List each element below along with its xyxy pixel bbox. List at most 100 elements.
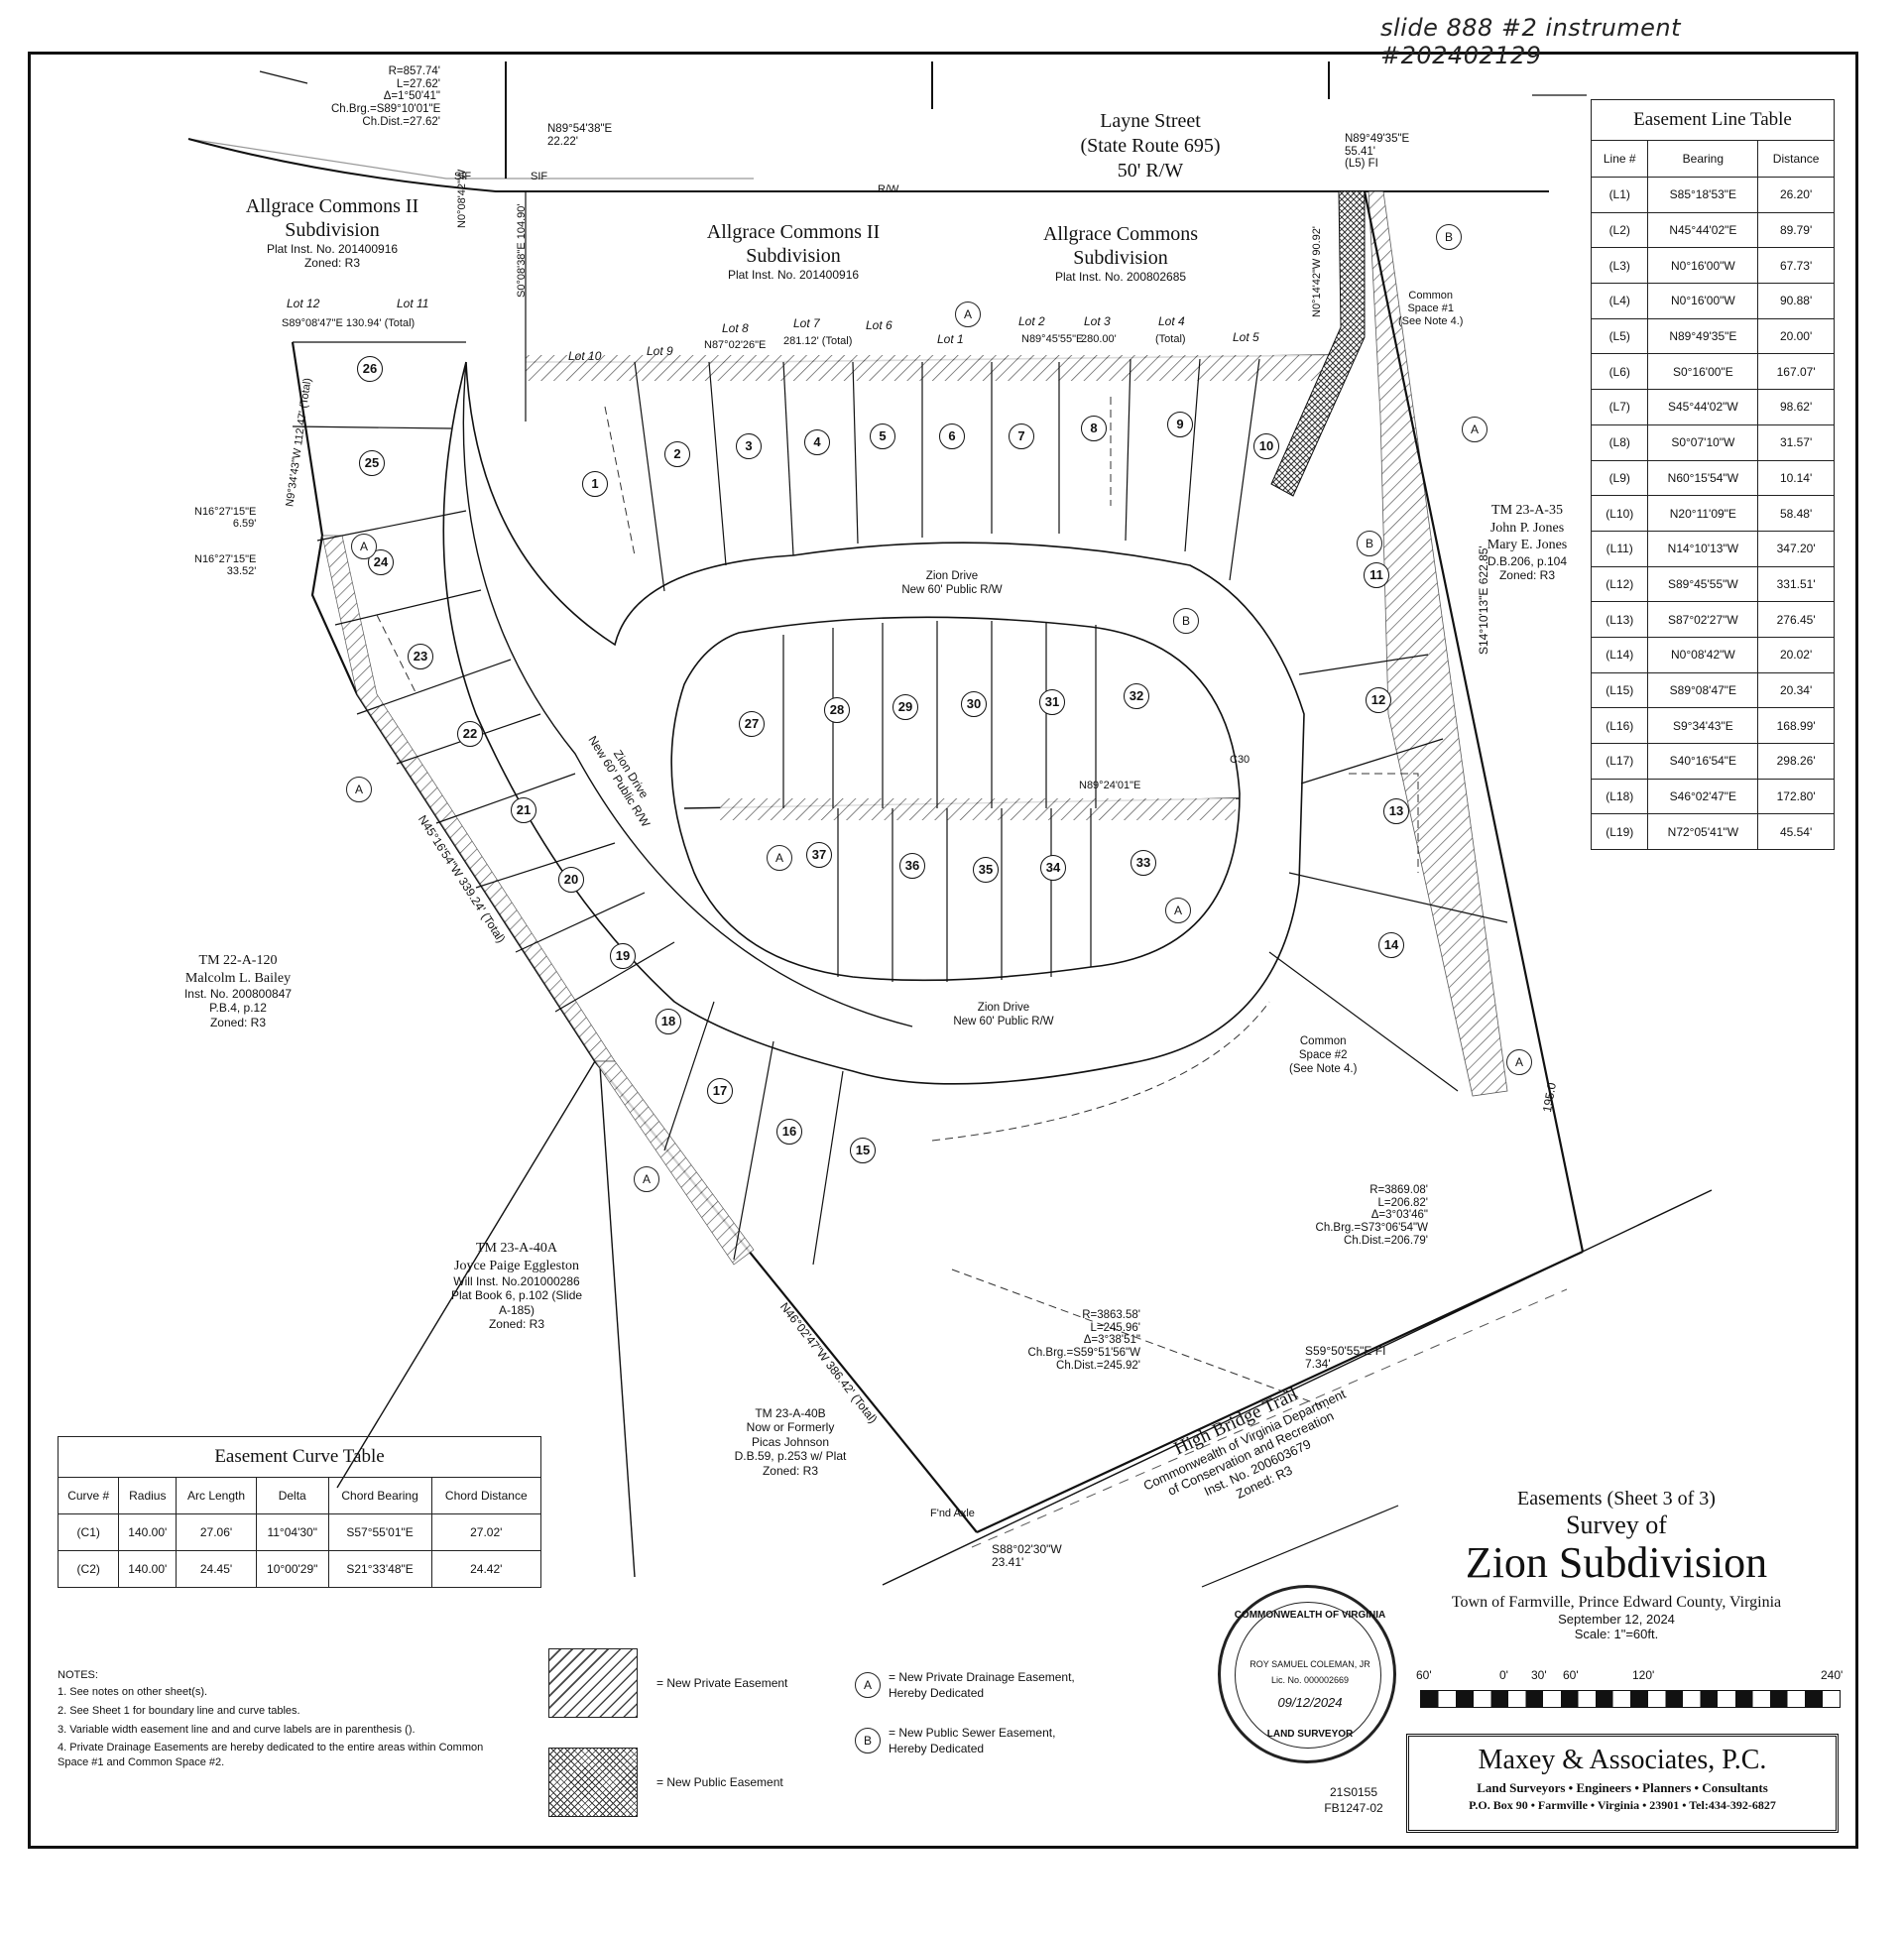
ref: D.B.59, p.253 w/ Plat: [734, 1449, 847, 1464]
firm-title-box: Maxey & Associates, P.C. Land Surveyors …: [1406, 1734, 1839, 1833]
subdivision-label-center: Allgrace Commons II Subdivision Plat Ins…: [684, 220, 902, 282]
sewer-easement-marker: B: [1173, 608, 1199, 634]
lot-3-label: Lot 3: [1084, 314, 1111, 328]
lot-number: 3: [736, 433, 762, 459]
high-bridge-rw-1: [882, 1189, 1713, 1586]
lot-9-label: Lot 9: [647, 344, 673, 358]
table-cell: (L18): [1590, 778, 1649, 815]
bearing-n14: N0°14'42"W 90.92': [1311, 225, 1323, 317]
lot-10-label: Lot 10: [568, 349, 602, 363]
lot-number: 17: [707, 1078, 733, 1104]
table-cell: S9°34'43"E: [1647, 707, 1759, 744]
scale-bar: [1420, 1690, 1841, 1708]
lot-number: 18: [655, 1009, 681, 1034]
curve-c30-label: C30: [1230, 754, 1250, 766]
lot-number: 16: [776, 1119, 802, 1145]
bearing-label-1: N89°54'38"E 22.22': [547, 123, 612, 148]
rw-label: R/W: [878, 183, 899, 195]
owner: Now or Formerly: [746, 1420, 835, 1435]
drawing-number-2: FB1247-02: [1324, 1800, 1383, 1815]
drawing-number-1: 21S0155: [1329, 1785, 1378, 1799]
scale-label-120: 120': [1632, 1668, 1655, 1682]
scale-label-0: 0': [1499, 1668, 1508, 1682]
subdivision-label-east: Allgrace Commons Subdivision Plat Inst. …: [1021, 222, 1220, 284]
lot-8-bearing: N87°02'26"E: [704, 339, 767, 351]
east-lot-lines: [663, 654, 1508, 1266]
title-location: Town of Farmville, Prince Edward County,…: [1451, 1594, 1782, 1612]
boundary-n16b: N16°27'15"E 33.52': [194, 553, 256, 577]
lot-number: 7: [1009, 423, 1034, 449]
table-cell: (L1): [1590, 177, 1649, 213]
dist: 6.59': [232, 518, 257, 531]
seal-date: 09/12/2024: [1277, 1695, 1343, 1710]
table-cell: N0°16'00"W: [1647, 247, 1759, 285]
distance-value: 22.22': [547, 135, 578, 148]
subdivision-name: Allgrace Commons II: [706, 221, 881, 243]
note-item: 1. See notes on other sheet(s).: [58, 1685, 208, 1698]
legend-b-line1: = New Public Sewer Easement,: [889, 1726, 1056, 1740]
seal-top: COMMONWEALTH OF VIRGINIA: [1234, 1610, 1386, 1621]
title-block: Easements (Sheet 3 of 3) Survey of Zion …: [1378, 1488, 1854, 1641]
table-cell: 140.00': [118, 1513, 178, 1551]
dist: 23.41': [992, 1555, 1024, 1570]
lot-number: 26: [357, 356, 383, 382]
table-cell: S40°16'54"E: [1647, 743, 1759, 780]
line-marker: (L5) FI: [1345, 158, 1378, 171]
tm: TM 23-A-40A: [475, 1241, 558, 1256]
subdivision-sub: Subdivision: [285, 219, 380, 241]
col-chord-bearing: Chord Bearing: [327, 1477, 432, 1514]
table-cell: 24.42': [430, 1550, 542, 1588]
lot-11-label: Lot 11: [397, 297, 429, 310]
seal-license: Lic. No. 000002669: [1270, 1675, 1350, 1685]
subdivision-plat: Plat Inst. No. 200802685: [1054, 270, 1187, 284]
firm-name: Maxey & Associates, P.C.: [1478, 1745, 1767, 1775]
lot-number: 20: [558, 867, 584, 893]
zion-drive-inner-island: [670, 616, 1241, 982]
table-cell: S21°33'48"E: [327, 1550, 432, 1588]
lot-5-label: Lot 5: [1233, 330, 1259, 344]
drainage-easement-marker: A: [767, 845, 792, 871]
table-cell: 298.26': [1757, 743, 1835, 780]
table-cell: 98.62': [1757, 389, 1835, 425]
street-label: Layne Street (State Route 695) 50' R/W: [1031, 109, 1269, 183]
table-cell: (L9): [1590, 459, 1649, 497]
drainage-easement-marker: A: [1506, 1049, 1532, 1075]
bearing: S59°50'55"E FI: [1305, 1344, 1386, 1358]
lot-number: 21: [511, 797, 536, 823]
table-cell: N45°44'02"E: [1647, 211, 1759, 249]
legend-a-text: = New Private Drainage Easement, Hereby …: [889, 1670, 1075, 1701]
ref: D.B.206, p.104: [1487, 553, 1568, 568]
cs-note: (See Note 4.): [1289, 1062, 1358, 1075]
distance-value: 55.41': [1345, 145, 1375, 158]
owner: John P. Jones: [1489, 520, 1565, 536]
table-cell: 45.54': [1757, 813, 1835, 851]
col-delta: Delta: [255, 1477, 329, 1514]
col-distance: Distance: [1757, 140, 1835, 178]
legend-private-swatch: [548, 1648, 638, 1718]
title-line2: Survey of: [1566, 1511, 1667, 1539]
table-cell: (L17): [1590, 743, 1649, 780]
road-name: Zion Drive: [977, 1002, 1030, 1014]
col-bearing: Bearing: [1647, 140, 1759, 178]
adjoiner-line-1: [336, 1060, 596, 1489]
table-cell: S57°55'01"E: [327, 1513, 432, 1551]
legend-public-swatch: [548, 1748, 638, 1817]
tm: TM 22-A-120: [198, 953, 278, 968]
note-item: 4. Private Drainage Easements are hereby…: [58, 1742, 484, 1769]
lot-4-label: Lot 4: [1158, 314, 1185, 328]
cs-label2: Space #2: [1298, 1048, 1348, 1061]
subdivision-name: Allgrace Commons: [1042, 223, 1199, 245]
radius: R=3869.08': [1369, 1184, 1428, 1196]
distance: Ch.Dist.=206.79': [1344, 1234, 1428, 1247]
table-cell: 90.88': [1757, 283, 1835, 319]
lot-number: 35: [973, 857, 999, 883]
